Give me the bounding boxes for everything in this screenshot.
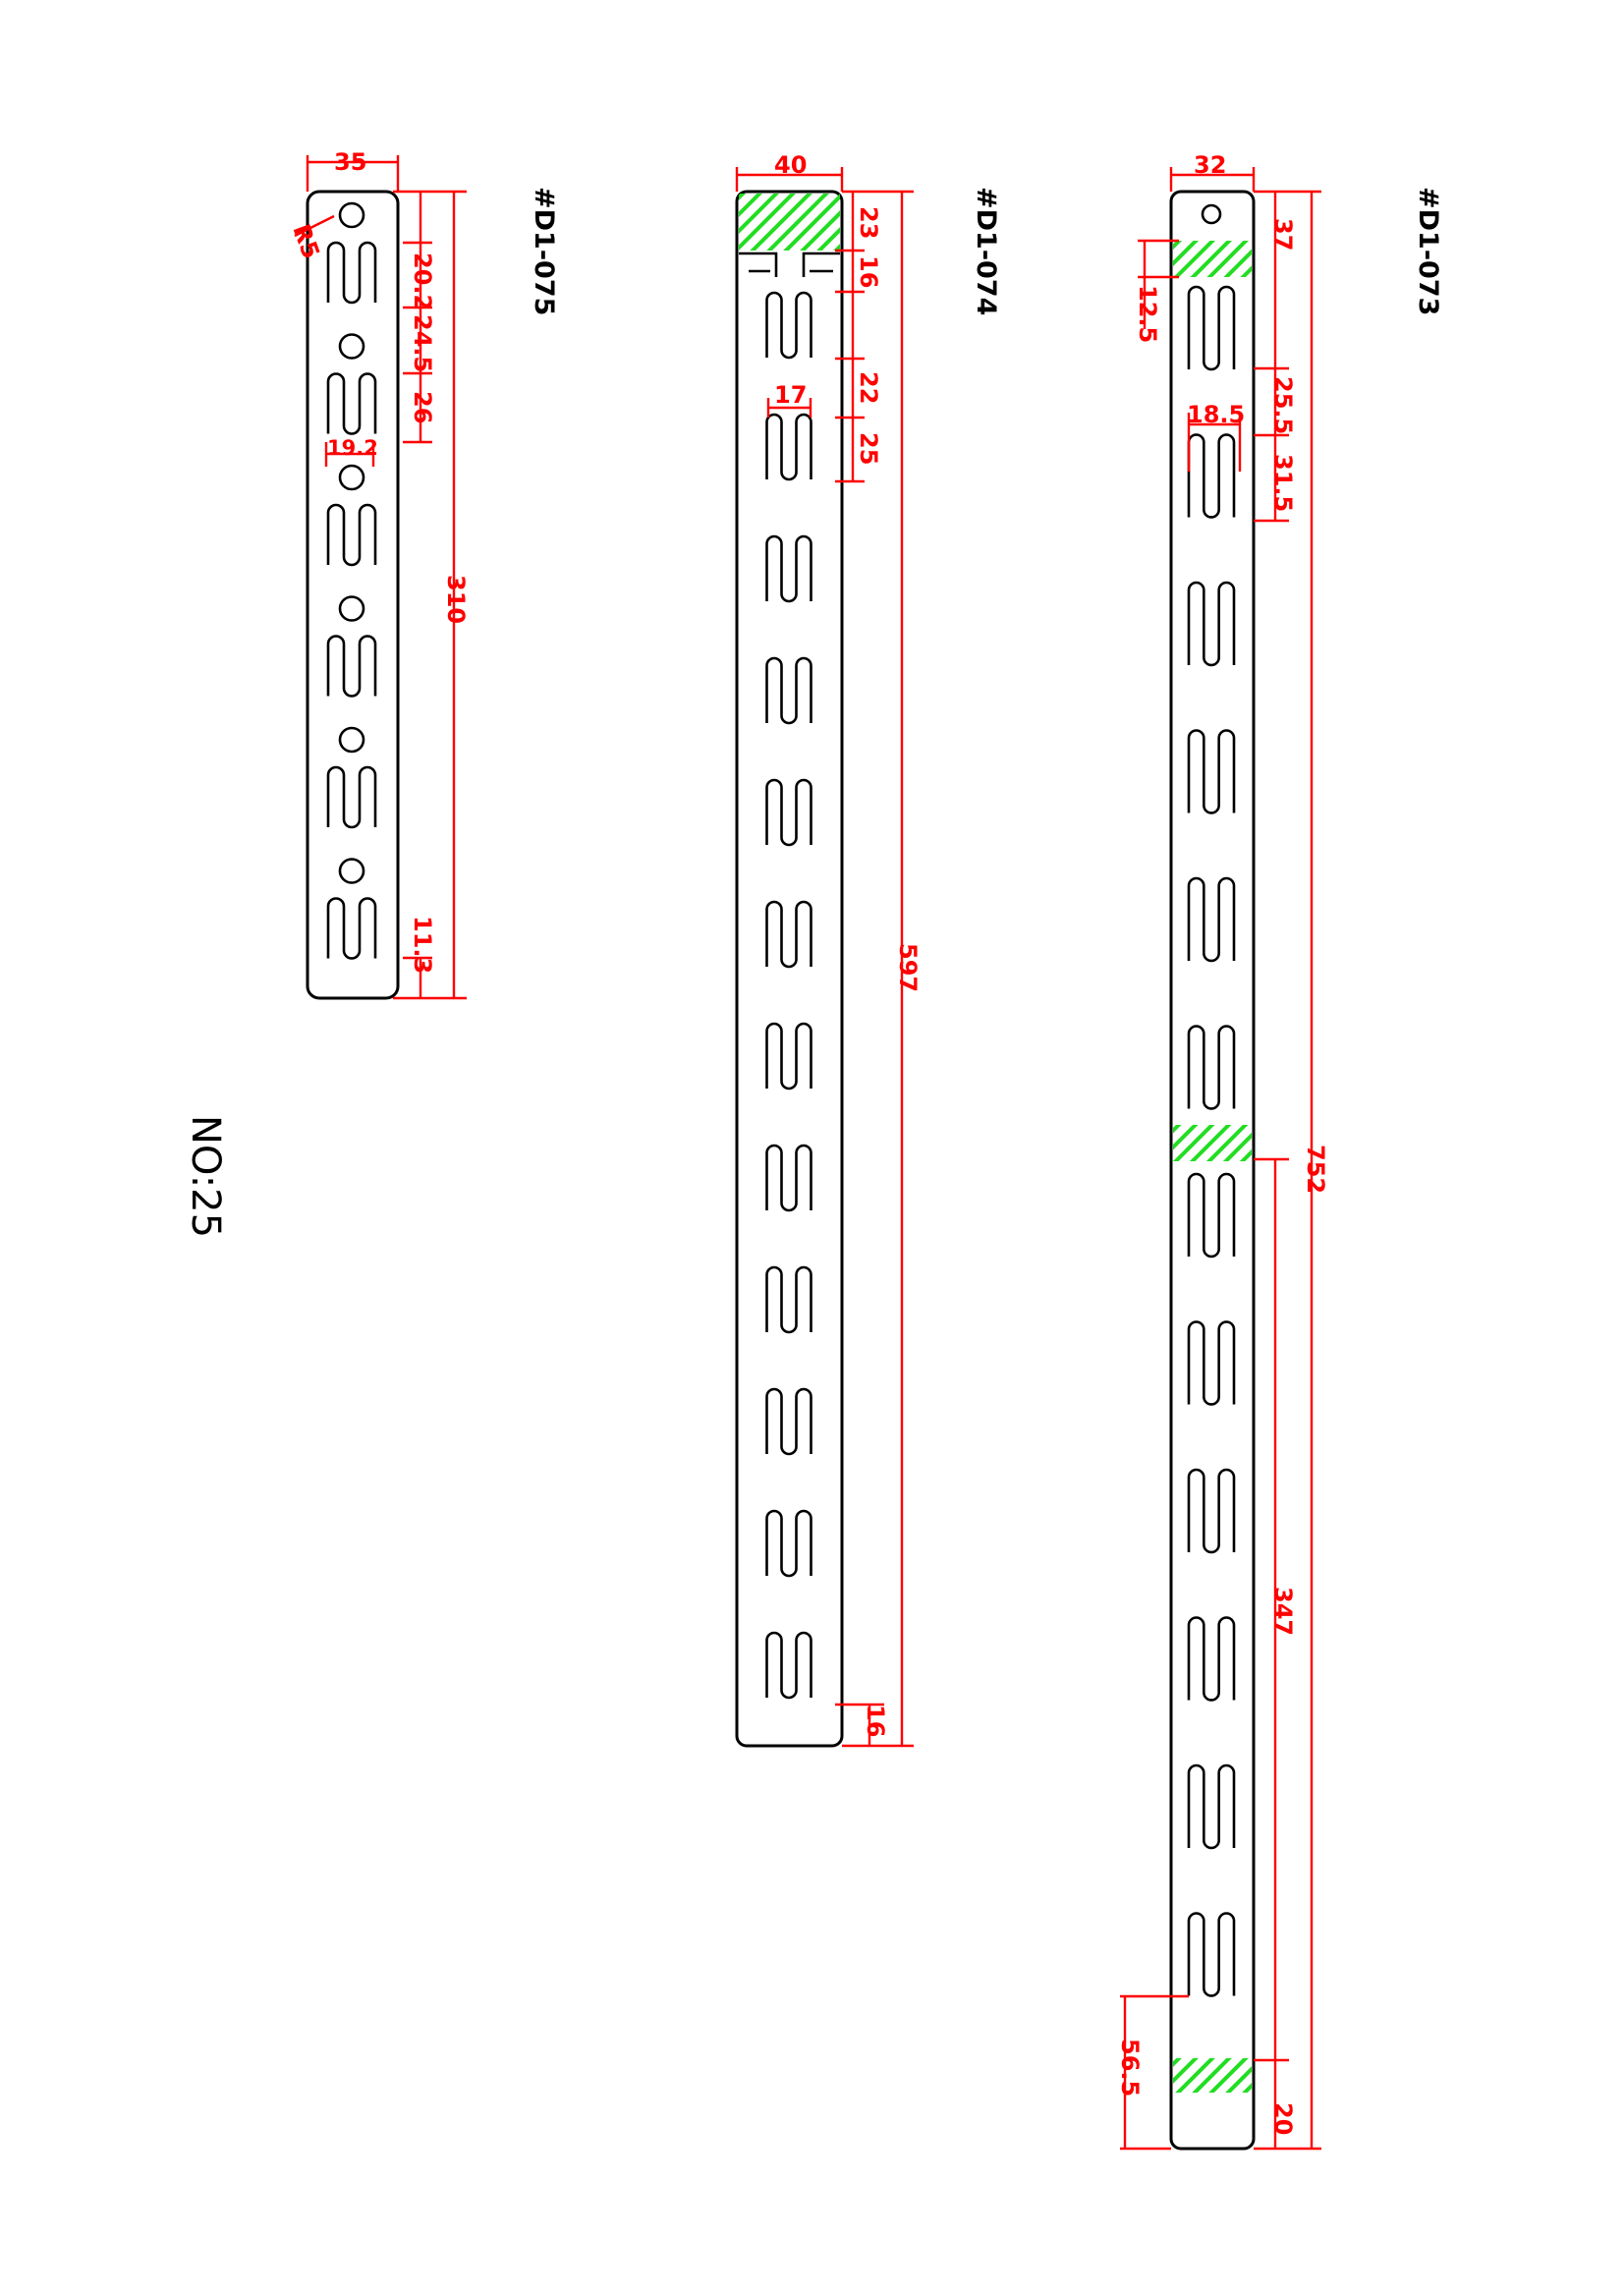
- strip-d1-073: [1169, 190, 1256, 2151]
- dim-text: 25.5: [1269, 376, 1297, 434]
- hook-slot: [1187, 285, 1236, 371]
- hook-slot: [326, 241, 377, 305]
- dim-width: 40: [774, 151, 807, 179]
- dim-slot-width: 19.2: [327, 436, 378, 460]
- part-code: #D1-073: [1413, 187, 1443, 315]
- hook-slot: [765, 1387, 812, 1456]
- hook-slot: [765, 1265, 812, 1334]
- dim-text: 16: [855, 255, 882, 288]
- hatch-area: [1173, 1125, 1252, 1161]
- dim-text: 22: [855, 371, 882, 404]
- hook-slot: [1187, 1616, 1236, 1702]
- hole: [338, 333, 365, 360]
- hook-slot: [1187, 433, 1236, 519]
- dim-text: 20.2: [409, 252, 436, 310]
- hatch-area: [739, 194, 840, 251]
- hole: [338, 595, 365, 622]
- hole: [338, 464, 365, 491]
- dim-text: 16: [862, 1705, 889, 1737]
- hook-slot: [765, 1144, 812, 1212]
- dim-text: 12.5: [1134, 285, 1161, 343]
- dimension-lines-d1-073: [1120, 167, 1321, 2151]
- hook-slot: [1187, 1763, 1236, 1850]
- hook-slot: [765, 778, 812, 847]
- dim-slot-width: 18.5: [1187, 401, 1245, 428]
- dimension-lines-d1-074: [735, 167, 914, 1748]
- hook-slot: [1187, 1320, 1236, 1406]
- hatch-area: [1173, 2058, 1252, 2093]
- strip-d1-074: [735, 190, 844, 1748]
- dim-text: 24.5: [409, 314, 436, 372]
- dim-radius: R5: [287, 220, 324, 262]
- dimension-lines-d1-075: [294, 155, 467, 1000]
- dim-slot-width: 17: [774, 381, 807, 409]
- hook-slot: [1187, 1468, 1236, 1554]
- hook-slot: [765, 656, 812, 725]
- dim-text: 37: [1269, 218, 1297, 251]
- dim-text: 25: [855, 432, 882, 465]
- dim-total: 597: [894, 943, 922, 992]
- hook-slot: [1187, 876, 1236, 963]
- hang-hole: [338, 201, 365, 229]
- hatch-area: [1173, 241, 1252, 277]
- dim-total: 310: [442, 575, 470, 624]
- hole: [338, 726, 365, 754]
- hole: [338, 858, 365, 884]
- dim-width: 35: [334, 148, 366, 176]
- notch: [739, 252, 840, 277]
- hook-slot: [765, 1631, 812, 1700]
- drawing-number: NO:25: [183, 1115, 228, 1238]
- hook-slot: [765, 291, 812, 360]
- hook-slot: [1187, 1912, 1236, 1997]
- hook-slot: [765, 534, 812, 603]
- dim-text: 11.3: [409, 916, 436, 974]
- dim-text: 31.5: [1269, 454, 1297, 512]
- hook-slot: [1187, 1025, 1236, 1110]
- part-code: #D1-075: [529, 187, 559, 315]
- hook-slot: [1187, 581, 1236, 667]
- hang-hole: [1201, 203, 1222, 225]
- dim-text: 347: [1269, 1587, 1297, 1636]
- dim-text: 20: [1269, 2102, 1297, 2135]
- part-code: #D1-074: [971, 187, 1001, 315]
- hook-slot: [765, 1509, 812, 1578]
- hook-slot: [1187, 729, 1236, 814]
- hook-slot: [326, 635, 377, 698]
- dim-width: 32: [1194, 151, 1226, 179]
- hook-slot: [765, 1022, 812, 1091]
- hook-slot: [765, 900, 812, 969]
- hook-slot: [1187, 1172, 1236, 1259]
- dim-text: 56.5: [1116, 2039, 1144, 2097]
- hook-slot: [326, 765, 377, 829]
- dim-total: 752: [1302, 1145, 1329, 1194]
- hook-slot: [326, 897, 377, 960]
- dim-text: 23: [855, 206, 882, 239]
- hook-slot: [326, 372, 377, 435]
- hook-slot: [326, 503, 377, 567]
- hook-slot: [765, 413, 812, 481]
- dim-text: 26: [409, 391, 436, 423]
- strip-d1-075: [306, 190, 400, 1000]
